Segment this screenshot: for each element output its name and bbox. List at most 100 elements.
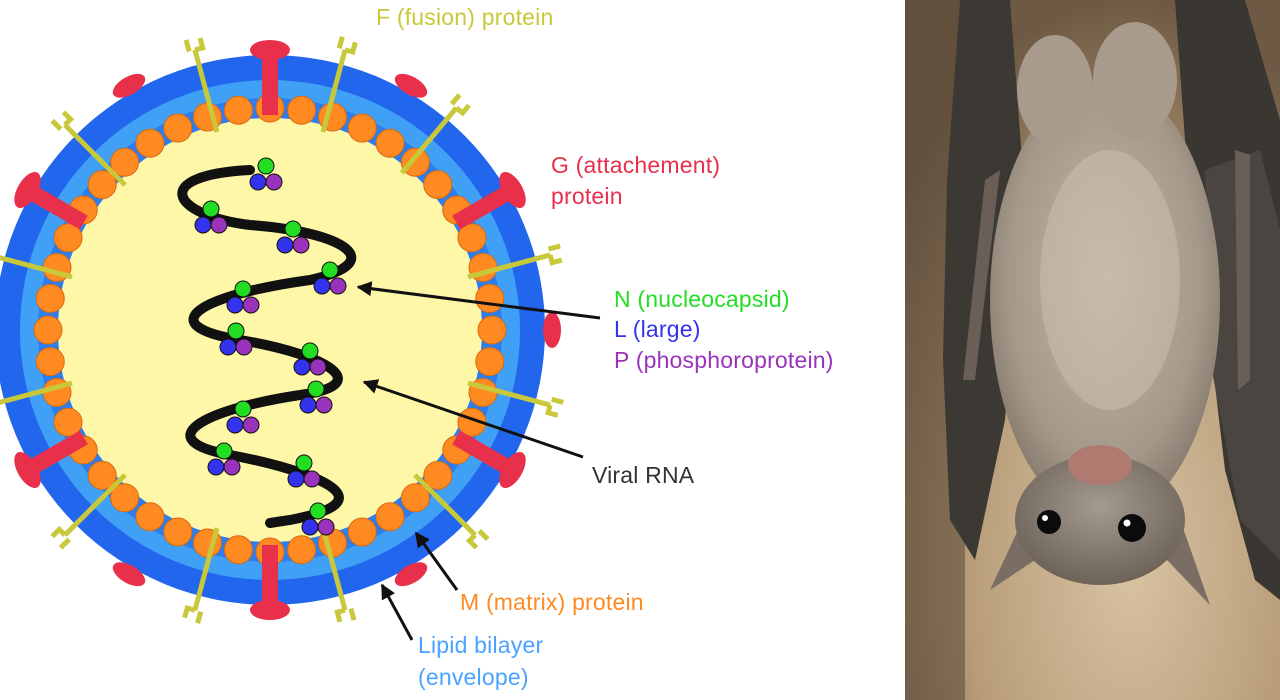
n-protein-dot <box>215 442 233 460</box>
g-protein-label-line2: protein <box>551 183 623 209</box>
pointer-arrows <box>356 281 601 641</box>
p-protein-dot <box>309 358 327 376</box>
g-protein-small-cap <box>543 312 561 348</box>
matrix-protein-bead <box>400 483 430 513</box>
p-protein-dot <box>317 518 335 536</box>
f-protein-hook <box>50 110 75 131</box>
g-protein-cap <box>14 451 41 489</box>
f-protein-hook-shape <box>465 529 490 550</box>
f-protein-hook <box>182 604 204 624</box>
l-protein-dot <box>249 173 267 191</box>
g-protein-head <box>499 451 526 489</box>
f-protein-stem <box>399 106 459 175</box>
n-protein-dot <box>284 220 302 238</box>
bat-right-eye <box>1118 514 1146 542</box>
g-protein-small-head <box>394 73 428 98</box>
p-protein-dot <box>223 458 241 476</box>
f-protein-stem <box>413 473 477 537</box>
n-protein-dot <box>234 280 252 298</box>
matrix-protein-bead <box>135 502 165 532</box>
g-protein-small-head <box>543 312 561 348</box>
l-protein-dot <box>299 396 317 414</box>
g-protein-head <box>499 171 526 209</box>
lipid-bilayer-label-line2: (envelope) <box>418 664 529 690</box>
matrix-protein-bead <box>223 535 253 565</box>
matrix-protein-bead <box>110 147 140 177</box>
f-protein-hook <box>547 243 563 266</box>
matrix-protein-bead <box>87 460 117 490</box>
n-protein-dot <box>309 502 327 520</box>
f-protein-spikes <box>0 36 564 624</box>
n-protein-dot <box>321 261 339 279</box>
g-protein-small-cap <box>112 562 146 587</box>
matrix-protein-bead <box>35 283 65 313</box>
matrix-protein-bead <box>287 535 317 565</box>
l-protein-dot <box>226 416 244 434</box>
p-protein-dot <box>265 173 283 191</box>
g-protein-cap <box>14 171 41 209</box>
n-protein-dot <box>307 380 325 398</box>
matrix-protein-bead <box>423 170 453 200</box>
bat-left-eye <box>1037 510 1061 534</box>
g-protein-cap <box>499 451 526 489</box>
matrix-protein-bead <box>163 113 193 143</box>
g-protein-stem <box>452 430 517 477</box>
matrix-protein-bead <box>163 517 193 547</box>
f-protein-stem <box>467 380 551 408</box>
f-protein-stem <box>0 380 73 405</box>
g-protein-cap <box>250 600 290 620</box>
bat-left-eye-glint <box>1042 515 1048 521</box>
matrix-protein-bead <box>375 502 405 532</box>
n-protein-dot <box>227 322 245 340</box>
g-protein-label-line1: G (attachement) <box>551 152 721 178</box>
matrix-protein-bead <box>53 223 83 253</box>
l-protein-dot <box>207 458 225 476</box>
g-protein-head <box>250 40 290 60</box>
p-protein-label: P (phosphoroprotein) <box>614 347 834 373</box>
l-protein-dot <box>226 296 244 314</box>
p-protein-dot <box>315 396 333 414</box>
l-protein-dot <box>313 277 331 295</box>
nlp-cluster <box>207 442 241 476</box>
m-protein-label: M (matrix) protein <box>460 589 644 615</box>
f-protein-stem <box>63 473 127 537</box>
n-protein-label: N (nucleocapsid) <box>614 286 790 312</box>
lipid-bilayer-label-line1: Lipid bilayer <box>418 632 544 658</box>
bat-left-forearm <box>963 170 1000 380</box>
nlp-cluster <box>226 280 260 314</box>
f-protein-stem <box>192 49 220 133</box>
nlp-cluster <box>219 322 253 356</box>
g-protein-head <box>14 451 41 489</box>
p-protein-dot <box>242 296 260 314</box>
bat-head <box>1015 455 1185 585</box>
f-protein-hook <box>544 396 564 418</box>
f-protein-hook-shape <box>183 37 206 53</box>
nlp-protein-clusters <box>194 157 347 536</box>
matrix-protein-bead <box>110 483 140 513</box>
f-protein-stem <box>320 49 348 133</box>
virus-diagram-graphic <box>0 36 601 641</box>
bat-photo-graphic <box>905 0 1280 700</box>
matrix-protein-bead <box>287 95 317 125</box>
g-protein-stem <box>23 430 88 477</box>
bat-thigh-left <box>1017 35 1093 145</box>
f-protein-stem <box>467 252 551 280</box>
matrix-protein-bead <box>475 283 505 313</box>
matrix-protein-bead <box>457 223 487 253</box>
f-protein-hook <box>183 37 206 53</box>
g-protein-head <box>14 171 41 209</box>
l-protein-dot <box>219 338 237 356</box>
f-protein-hook-shape <box>336 36 358 56</box>
l-protein-dot <box>276 236 294 254</box>
f-protein-hook-shape <box>547 243 563 266</box>
l-protein-dot <box>287 470 305 488</box>
matrix-protein-bead <box>35 347 65 377</box>
g-protein-stem <box>452 183 517 230</box>
f-protein-hook <box>449 93 471 117</box>
bat-photo <box>905 0 1280 700</box>
nlp-cluster <box>249 157 283 191</box>
matrix-protein-bead <box>87 170 117 200</box>
g-protein-small-head <box>394 562 428 587</box>
f-protein-label: F (fusion) protein <box>376 4 554 30</box>
f-protein-hook-shape <box>544 396 564 418</box>
